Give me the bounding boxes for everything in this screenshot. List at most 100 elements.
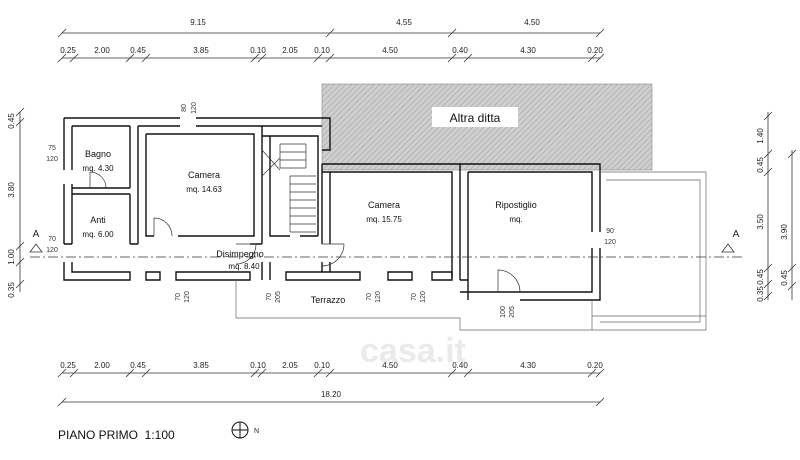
room-camera1-area: mq. 14.63 [186,185,222,194]
top-dimensions [57,28,605,63]
dimension-tick [141,53,151,63]
dimension-tick [57,53,67,63]
dim-right: 1.40 [756,128,765,144]
room-ripostiglio-area: mq. [509,215,522,224]
dim-top-detail: 0.10 [314,46,330,55]
section-line [29,243,742,258]
opening-width: 70 [48,236,56,243]
dim-right-overall: 3.90 [780,224,789,240]
section-label-left: A [33,229,40,240]
dim-right: 0.35 [756,286,765,302]
opening-width: 70 [366,293,373,301]
dimension-tick [141,368,151,378]
dimension-tick [447,53,457,63]
room-disimpegno-area: mq. 8.40 [228,262,260,271]
opening-height: 205 [275,291,282,303]
dim-bottom-detail: 0.20 [587,361,603,370]
opening-width: 70 [411,293,418,301]
watermark: casa.it [360,332,466,370]
dimension-tick [313,368,323,378]
opening-labels: 80 120 75 120 70 120 90 120 70 120 70 20… [46,102,616,318]
staircase [261,143,316,233]
dimension-tick [325,368,335,378]
dim-top-overall: 4.50 [524,18,540,27]
room-camera2-name: Camera [368,200,400,210]
dim-right: 0.45 [756,157,765,173]
dimension-tick [587,368,597,378]
walls [63,117,601,301]
dim-bottom-detail: 0.10 [314,361,330,370]
right-dimensions [763,111,797,301]
opening-width: 100 [500,306,507,318]
dimension-tick [257,368,267,378]
opening-height: 120 [184,291,191,303]
opening-width: 70 [175,293,182,301]
dim-bottom-detail: 0.10 [250,361,266,370]
dim-left: 0.35 [7,282,16,298]
dimension-tick [313,53,323,63]
room-anti-name: Anti [90,215,106,225]
dimension-tick [595,28,605,38]
dim-right: 0.45 [756,269,765,285]
dim-right: 3.50 [756,214,765,230]
dim-top-detail: 0.10 [250,46,266,55]
dim-top-detail: 0.25 [60,46,76,55]
opening-height: 205 [509,306,516,318]
opening-height: 120 [375,291,382,303]
opening-height: 120 [420,291,427,303]
dim-top-detail: 2.00 [94,46,110,55]
dim-top-detail: 4.50 [382,46,398,55]
dim-bottom-detail: 4.50 [382,361,398,370]
opening-width: 80 [181,104,188,112]
dimension-tick [463,368,473,378]
dim-top-overall: 4.55 [396,18,412,27]
dimension-tick [69,53,79,63]
left-dimensions [15,107,25,292]
opening-height: 120 [604,239,616,246]
opening-height: 120 [46,156,58,163]
dim-top-detail: 0.20 [587,46,603,55]
dimension-tick [595,53,605,63]
dimension-tick [57,368,67,378]
dim-bottom-detail: 4.30 [520,361,536,370]
dimension-tick [325,53,335,63]
opening-width: 70 [266,293,273,301]
dimension-tick [125,368,135,378]
dimension-tick [447,368,457,378]
terrazzo-outline [235,171,707,331]
room-bagno-name: Bagno [85,149,111,159]
dim-bottom-detail: 0.40 [452,361,468,370]
north-label: N [254,428,259,435]
opening-width: 75 [48,145,56,152]
room-anti-area: mq. 6.00 [82,230,114,239]
dim-left: 3.80 [7,182,16,198]
dim-top-detail: 2.05 [282,46,298,55]
dim-bottom-total: 18.20 [321,390,342,399]
dimension-tick [463,53,473,63]
dimension-tick [57,28,67,38]
dimension-tick [250,368,260,378]
dimension-tick [257,53,267,63]
room-camera1-name: Camera [188,170,220,180]
room-disimpegno-name: Disimpegno [216,249,264,259]
dim-left: 1.00 [7,249,16,265]
room-terrazzo-name: Terrazzo [311,295,346,305]
dimension-tick [250,53,260,63]
section-label-right: A [733,229,740,240]
dim-left: 0.45 [7,113,16,129]
dim-bottom-detail: 0.25 [60,361,76,370]
dimension-tick [587,53,597,63]
dim-bottom-detail: 0.45 [130,361,146,370]
opening-height: 120 [191,102,198,114]
bottom-dimensions [57,368,605,407]
dim-bottom-detail: 2.00 [94,361,110,370]
dimension-tick [69,368,79,378]
dim-bottom-detail: 3.85 [193,361,209,370]
dim-top-overall: 9.15 [190,18,206,27]
room-bagno-area: mq. 4.30 [82,164,114,173]
dimension-tick [325,28,335,38]
dim-right-overall: 0.45 [780,270,789,286]
dim-top-detail: 0.40 [452,46,468,55]
drawing-title: PIANO PRIMO 1:100 [58,428,175,442]
